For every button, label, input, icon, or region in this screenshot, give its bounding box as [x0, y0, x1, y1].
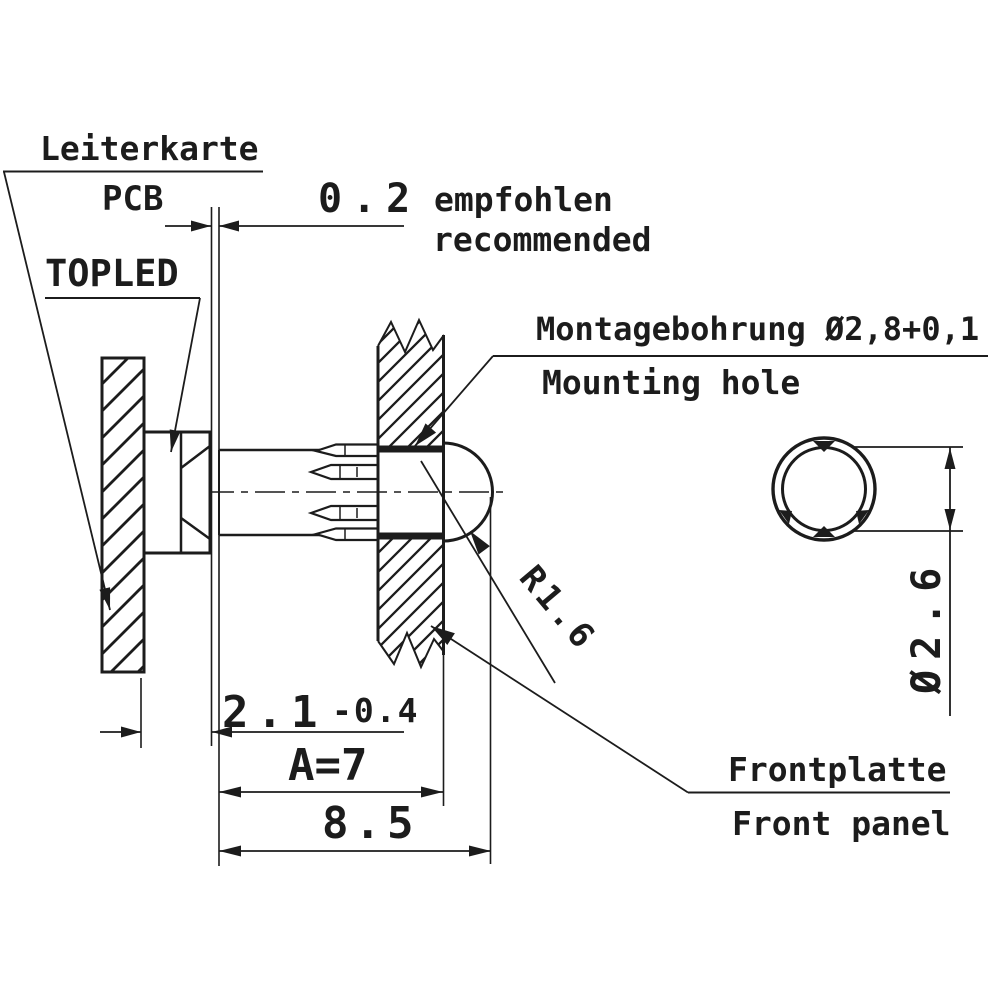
dim-text-dia26: Ø2.6	[904, 558, 950, 695]
arrow-topled	[169, 429, 181, 452]
note-clearance-de: empfohlen	[434, 180, 613, 219]
arrow-dia26-down	[944, 509, 956, 530]
dim-text-85: 8.5	[322, 798, 419, 849]
label-front-panel-de: Frontplatte	[728, 750, 947, 789]
label-pcb-de: Leiterkarte	[40, 129, 259, 168]
arrow-mounting-hole	[415, 423, 437, 446]
pcb-cross-section	[100, 356, 146, 674]
arrow-a7-right	[421, 786, 443, 798]
arrow-dia26-up	[944, 448, 956, 469]
topled-body	[142, 430, 212, 555]
topled-reflector-top	[180, 445, 211, 469]
dim-text-a7: A=7	[288, 740, 367, 791]
barb-outer-bottom	[312, 527, 380, 542]
label-mounting-hole-de: Montagebohrung Ø2,8+0,1	[536, 310, 979, 348]
front-view-barbs	[779, 441, 869, 537]
arrow-clearance-right	[219, 220, 239, 232]
arrow-lens-radius	[470, 531, 490, 555]
pcb-bar	[100, 356, 146, 674]
label-pcb-en: PCB	[102, 179, 163, 219]
barb-steps	[339, 445, 358, 539]
label-front-panel-en: Front panel	[732, 804, 951, 843]
leader-arrowheads	[99, 423, 455, 645]
press-fit-top	[377, 445, 444, 453]
arrow-85-right	[469, 845, 491, 857]
leader-leiterkarte	[3, 171, 111, 611]
topled-reflector-bottom	[180, 516, 211, 541]
arrow-85-left	[219, 845, 241, 857]
barb-inner-bottom	[307, 504, 380, 522]
panel-break-top	[377, 317, 445, 355]
label-mounting-hole-en: Mounting hole	[542, 363, 800, 402]
panel-lower-hatch	[378, 535, 444, 667]
dim-text-lens-radius: R1.6	[511, 558, 605, 659]
leader-topled	[170, 297, 201, 453]
dim-text-led-height-tol: -0.4	[332, 691, 419, 730]
arrowheads	[121, 220, 956, 857]
label-topled: TOPLED	[45, 252, 179, 295]
barb-outer-top	[312, 443, 380, 458]
barb-inner-top	[307, 463, 380, 481]
holder-front-view	[771, 436, 877, 542]
leader-frontplatte	[430, 625, 689, 794]
leaders	[3, 170, 988, 794]
front-view-outer-circle	[771, 436, 877, 542]
arrow-clearance-left	[191, 220, 211, 232]
arrow-ledheight-left	[121, 726, 141, 738]
lens-dome	[443, 441, 494, 543]
leader-lens-radius	[420, 460, 556, 684]
topled-cross-section	[142, 430, 212, 555]
dim-text-led-height: 2.1	[222, 687, 325, 738]
panel-break-bottom	[377, 630, 445, 670]
dimension-linework	[100, 207, 963, 866]
arrow-ledheight-right	[212, 726, 232, 738]
arrow-frontplatte	[431, 626, 455, 645]
panel-upper-hatch	[378, 320, 444, 446]
arrow-leiterkarte	[99, 587, 111, 610]
note-clearance-en: recommended	[433, 220, 652, 259]
arrow-a7-left	[219, 786, 241, 798]
front-panel-cross-section	[376, 317, 445, 670]
dim-text-clearance: 0.2	[318, 176, 420, 222]
